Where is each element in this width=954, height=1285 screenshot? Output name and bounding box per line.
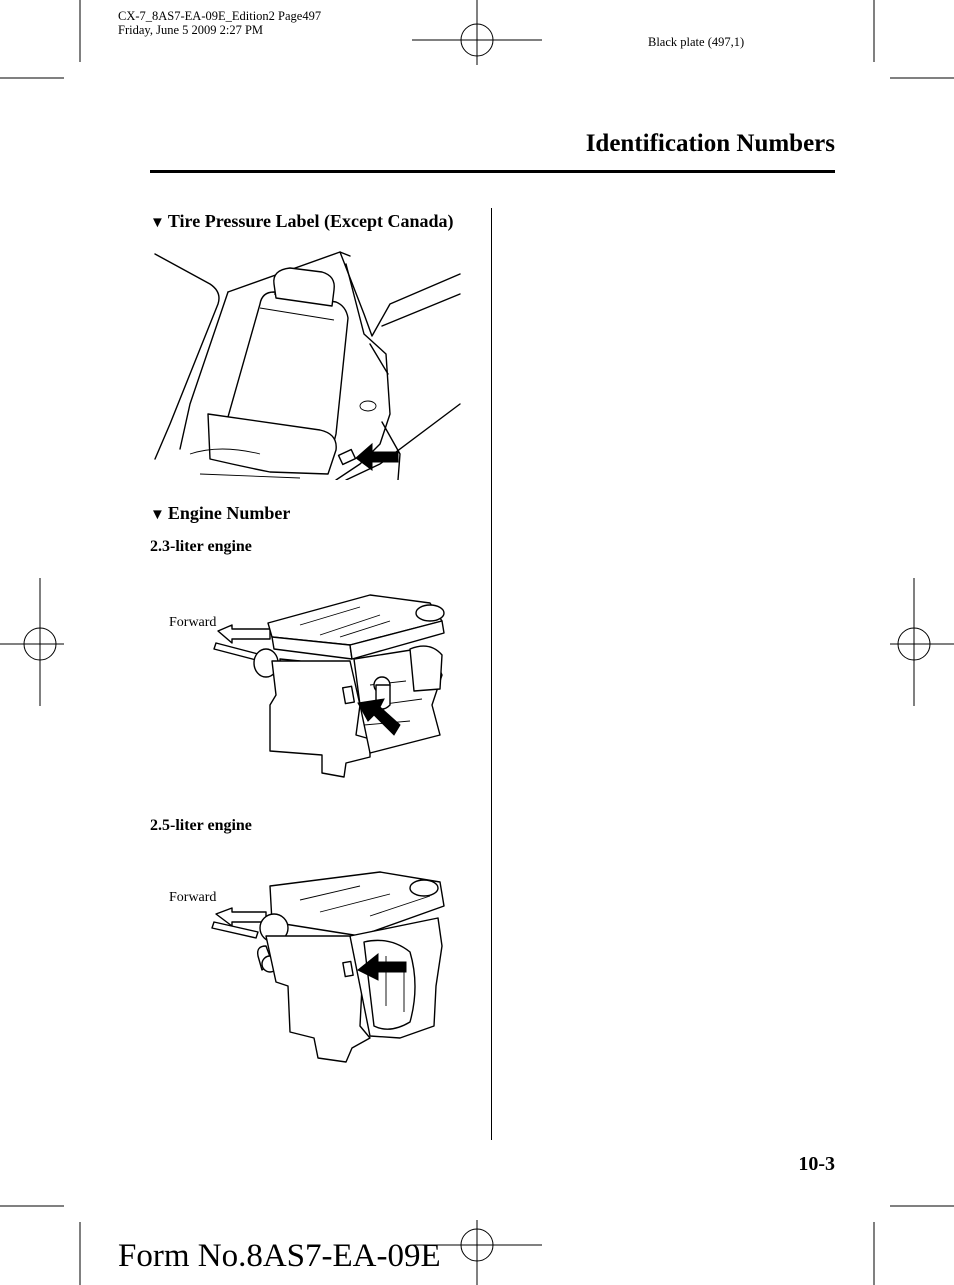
tire-pressure-heading: ▼Tire Pressure Label (Except Canada) [150, 211, 454, 232]
title-rule [150, 170, 835, 173]
section-title: Identification Numbers [585, 130, 835, 157]
engine-25-illustration [211, 871, 445, 1063]
engine-23-illustration [213, 594, 445, 778]
engine-23-forward-label: Forward [169, 615, 217, 630]
page-number: 10-3 [798, 1153, 835, 1175]
triangle-marker-icon: ▼ [150, 215, 165, 231]
plate-label: Black plate (497,1) [648, 35, 745, 49]
engine-25-label: 2.5-liter engine [150, 817, 252, 834]
print-info: CX-7_8AS7-EA-09E_Edition2 Page497 Friday… [118, 9, 321, 37]
engine-number-heading-text: Engine Number [167, 503, 291, 523]
engine-number-heading: ▼Engine Number [150, 503, 290, 524]
engine-25-forward-label: Forward [169, 890, 217, 905]
column-divider [491, 208, 492, 1140]
print-info-line2: Friday, June 5 2009 2:27 PM [118, 23, 264, 37]
triangle-marker-icon: ▼ [150, 507, 165, 523]
engine-23-label: 2.3-liter engine [150, 538, 252, 555]
tire-pressure-heading-text: Tire Pressure Label (Except Canada) [167, 211, 454, 231]
print-info-line1: CX-7_8AS7-EA-09E_Edition2 Page497 [118, 9, 322, 23]
tire-label-illustration [154, 251, 461, 480]
form-number: Form No.8AS7-EA-09E [118, 1238, 441, 1274]
